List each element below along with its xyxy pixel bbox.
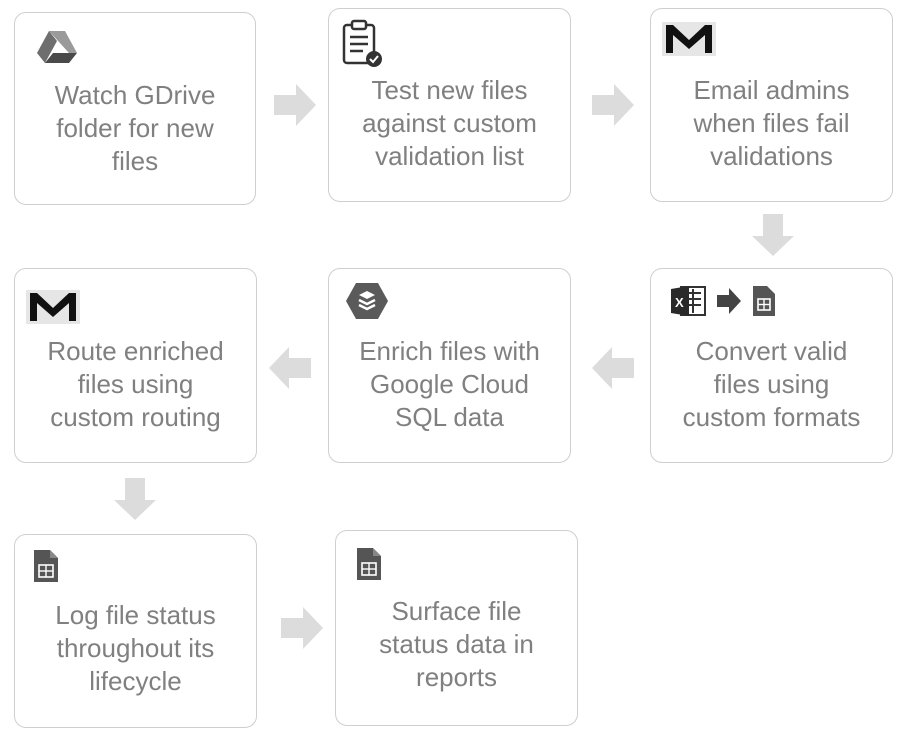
step-label: Email admins when files fail validations [693, 75, 850, 171]
step-label: Enrich files with Google Cloud SQL data [359, 336, 540, 432]
step-label: Test new files against custom validation… [362, 75, 537, 171]
arrow-down-icon [114, 478, 156, 520]
gmail-icon [662, 22, 716, 56]
sheets-icon [357, 548, 381, 580]
arrow-left-icon [592, 347, 634, 389]
arrow-right-icon [274, 84, 316, 126]
excel-to-sheets-icon: X [671, 286, 775, 316]
gmail-icon [26, 290, 80, 324]
cloud-sql-icon [346, 283, 388, 319]
step-card-watch-gdrive: Watch GDrive folder for new files [14, 12, 256, 205]
arrow-right-icon [592, 84, 634, 126]
step-card-enrich-files: Enrich files with Google Cloud SQL data [328, 268, 571, 463]
step-card-surface-status: Surface file status data in reports [335, 530, 578, 726]
step-card-log-status: Log file status throughout its lifecycle [14, 534, 257, 728]
step-label: Convert valid files using custom formats [682, 336, 861, 432]
arrow-left-icon [269, 347, 311, 389]
step-card-test-files: Test new files against custom validation… [328, 8, 571, 202]
step-card-convert-files: X Convert valid files using custom forma… [650, 268, 893, 463]
step-card-email-admins: Email admins when files fail validations [650, 8, 893, 202]
step-label: Log file status throughout its lifecycle [55, 600, 216, 696]
sheets-icon [34, 550, 58, 582]
step-label: Route enriched files using custom routin… [47, 336, 224, 432]
step-card-route-files: Route enriched files using custom routin… [14, 268, 257, 463]
arrow-right-icon [281, 607, 323, 649]
arrow-down-icon [752, 214, 794, 256]
step-label: Watch GDrive folder for new files [54, 80, 216, 176]
google-drive-icon [37, 31, 77, 63]
step-label: Surface file status data in reports [379, 596, 534, 692]
clipboard-check-icon [342, 19, 382, 67]
svg-text:X: X [675, 295, 684, 310]
